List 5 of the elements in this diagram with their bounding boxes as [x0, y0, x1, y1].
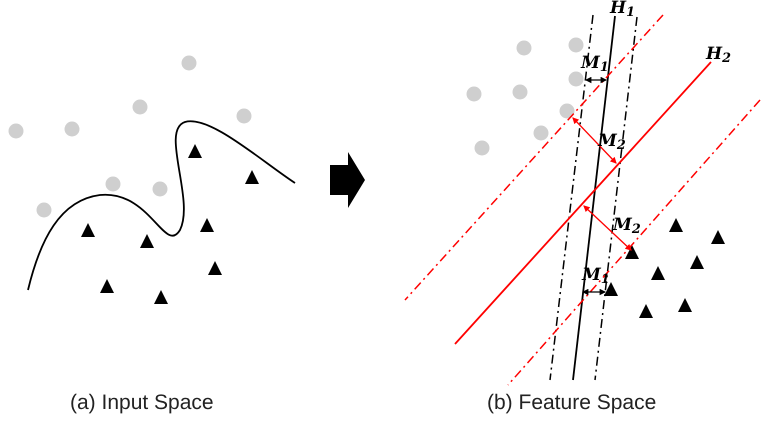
hyperplane-label: H$_{2}$	[706, 46, 731, 63]
margin-label: M$_{2}$	[613, 217, 641, 234]
hyperplane-label: H$_{1}$	[610, 0, 635, 17]
caption: (b) Feature Space	[487, 392, 656, 413]
caption: (a) Input Space	[70, 392, 214, 413]
